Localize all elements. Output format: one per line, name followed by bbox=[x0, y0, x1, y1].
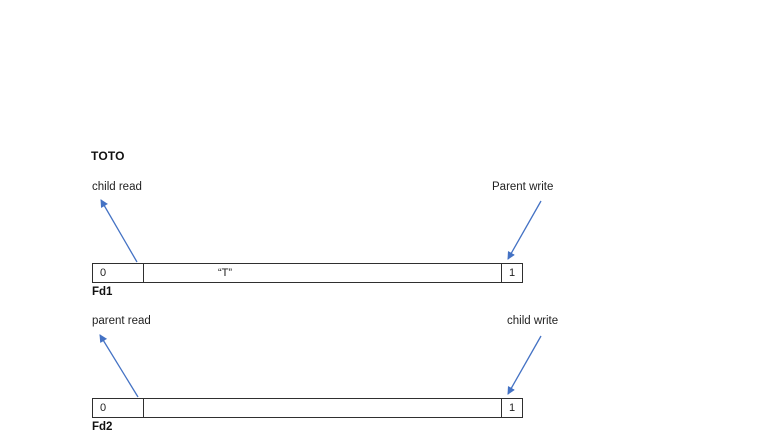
pipe-fd1-write-end: 1 bbox=[501, 264, 522, 282]
pipe2-write-label: child write bbox=[507, 315, 559, 327]
pipe-fd1-read-end: 0 bbox=[93, 264, 144, 282]
pipe-fd1-name: Fd1 bbox=[92, 286, 113, 298]
pipe-fd1: 0 “T” 1 bbox=[92, 263, 523, 283]
pipe-fd2-write-end: 1 bbox=[501, 399, 522, 417]
pipe-fd2-buffer bbox=[144, 399, 501, 417]
pipe1-write-label: Parent write bbox=[492, 181, 554, 193]
pipe-fd2-name: Fd2 bbox=[92, 421, 113, 433]
arrow-parent-write bbox=[507, 200, 542, 260]
pipe-fd1-buffer: “T” bbox=[218, 267, 233, 279]
pipe-fd2: 0 1 bbox=[92, 398, 523, 418]
arrow-child-read bbox=[100, 199, 138, 263]
pipe-fd2-read-end: 0 bbox=[93, 399, 144, 417]
pipe2-read-label: parent read bbox=[92, 315, 151, 327]
arrow-parent-read bbox=[99, 334, 139, 398]
diagram-title: TOTO bbox=[91, 149, 125, 163]
arrow-child-write bbox=[507, 335, 542, 395]
pipe1-read-label: child read bbox=[92, 181, 142, 193]
